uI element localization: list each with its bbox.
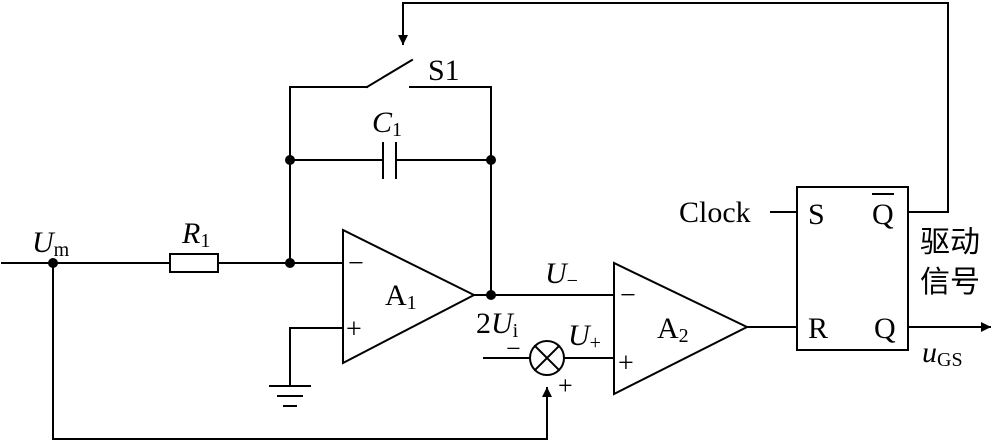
ugs-label: uGS [922, 336, 963, 371]
two-ui-label: 2Ui [476, 307, 519, 342]
a1-output-node [486, 290, 496, 300]
a2-label: A2 [657, 312, 689, 347]
switch-s1-blade [365, 58, 414, 89]
junction-minus-sign: − [506, 334, 521, 363]
ff-q-label: Q [874, 312, 896, 345]
drive-signal-label-line2: 信号 [920, 265, 980, 300]
rs-flip-flop [796, 186, 909, 351]
um-label: Um [32, 226, 70, 261]
u-minus-label: U− [545, 257, 578, 292]
a1-plus-sign: + [346, 314, 362, 345]
c1-label: C1 [372, 106, 402, 141]
resistor-r1 [169, 253, 219, 273]
s1-label: S1 [428, 54, 460, 87]
a2-minus-sign: − [620, 280, 636, 311]
clock-label: Clock [679, 196, 751, 229]
summing-junction-cross-2 [533, 344, 561, 372]
r1-label: R1 [181, 217, 210, 252]
a1-minus-sign: − [348, 248, 364, 279]
u-plus-label: U+ [568, 319, 601, 354]
opamp-a2 [613, 261, 750, 396]
drive-signal-label-line1: 驱动 [920, 225, 980, 260]
ff-qbar-label: Q [872, 198, 894, 231]
opamp-a1 [342, 228, 477, 365]
junction-plus-sign: + [558, 371, 573, 400]
ff-s-label: S [808, 198, 825, 231]
a2-plus-sign: + [618, 348, 634, 379]
a1-label: A1 [385, 279, 417, 314]
ff-r-label: R [808, 312, 828, 345]
